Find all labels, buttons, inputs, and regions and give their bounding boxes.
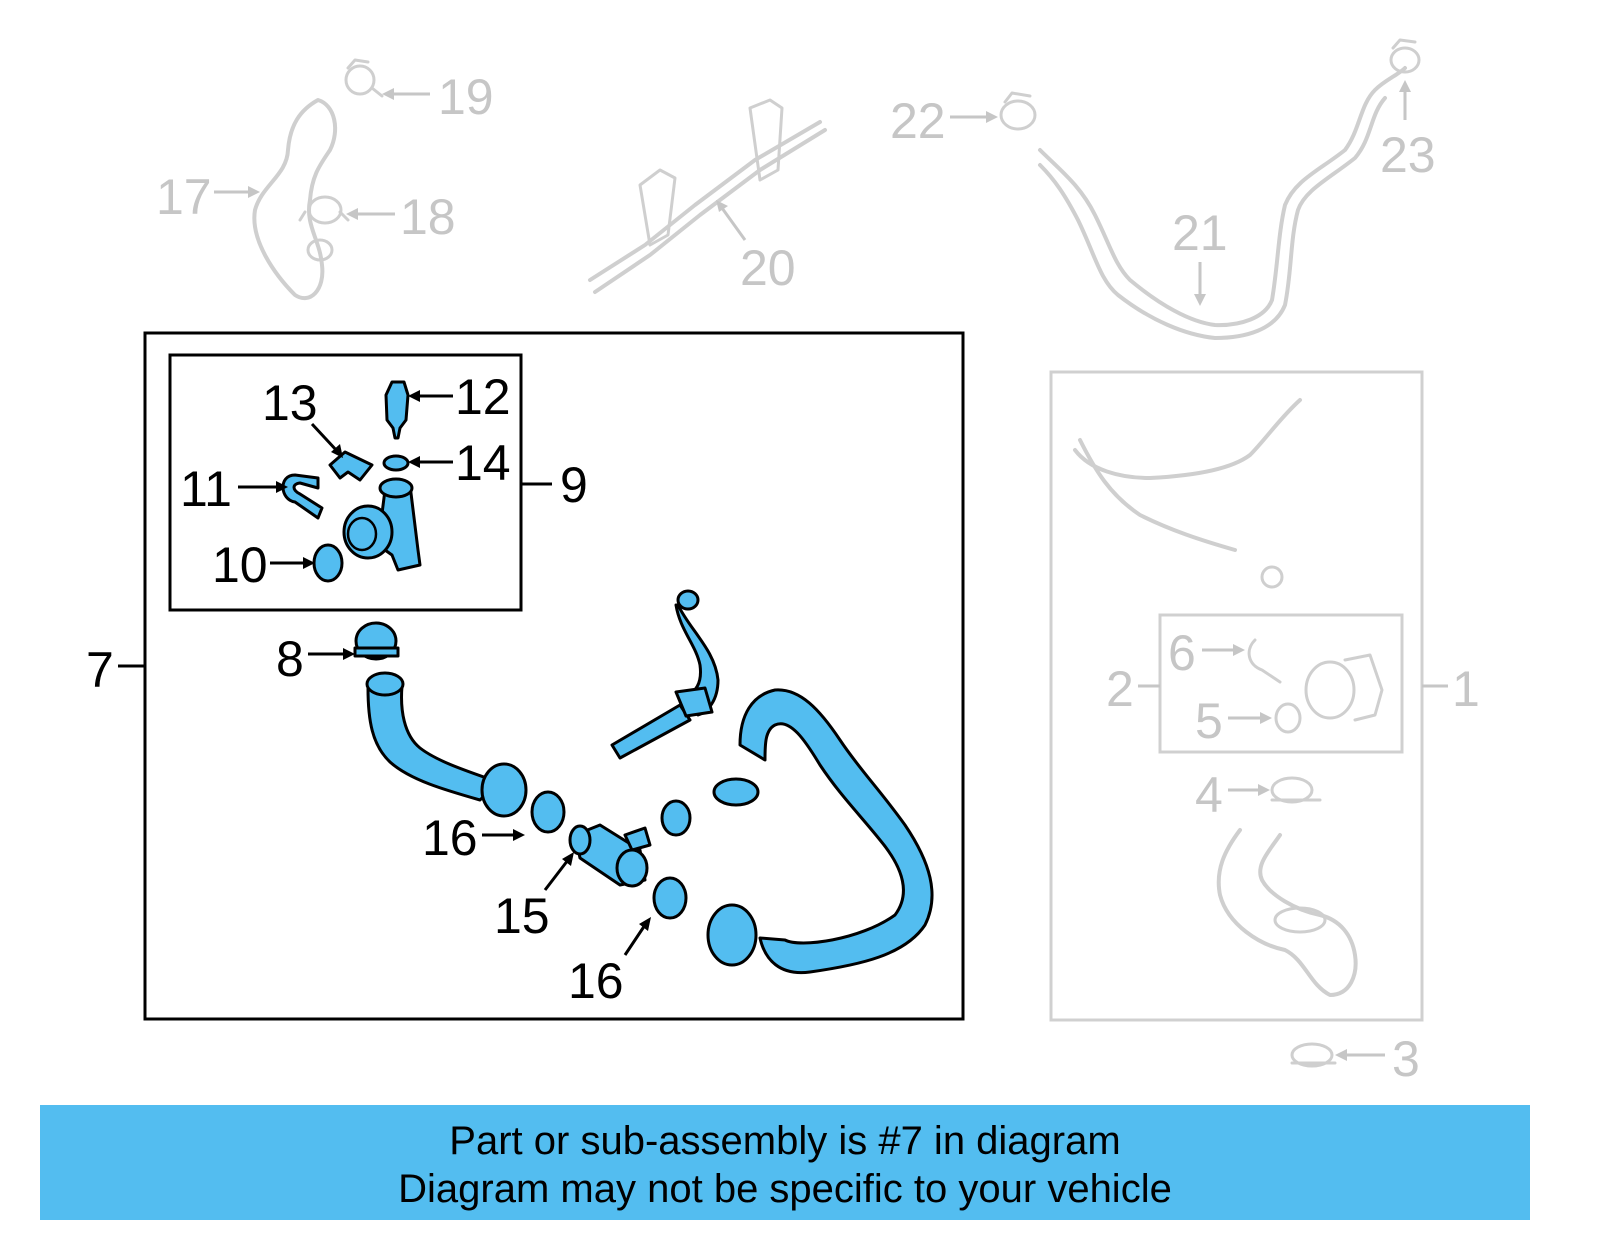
- clamp-3: [1290, 1042, 1337, 1068]
- callout-21: 21: [1172, 205, 1228, 261]
- callout-9: 9: [560, 457, 588, 513]
- callout-11: 11: [180, 461, 232, 517]
- clamp-19: [344, 58, 384, 98]
- connector-15: [568, 823, 652, 888]
- callout-16-upper: 16: [422, 810, 478, 866]
- callout-10: 10: [212, 537, 268, 593]
- clamp-small-blue: [660, 799, 692, 837]
- callout-16-lower: 16: [568, 953, 624, 1009]
- callout-17: 17: [156, 169, 212, 225]
- callout-22: 22: [890, 93, 946, 149]
- clamp-16-lower: [652, 876, 688, 920]
- sensor-12: [384, 380, 410, 440]
- callout-23: 23: [1380, 127, 1436, 183]
- callout-1: 1: [1452, 661, 1480, 717]
- clamp-22: [999, 91, 1037, 131]
- callout-15: 15: [494, 888, 550, 944]
- oring-5: [1274, 702, 1302, 734]
- washer-14: [382, 454, 410, 472]
- hose-upper-1: [1073, 398, 1302, 552]
- callout-18: 18: [400, 189, 456, 245]
- callout-12: 12: [455, 369, 511, 425]
- assembly-2-frame: [1158, 613, 1404, 754]
- thermostat-housing-9: [342, 477, 422, 572]
- callout-2: 2: [1106, 661, 1134, 717]
- callout-4: 4: [1195, 767, 1223, 823]
- clamp-right: [712, 777, 760, 807]
- thermostat-housing-2: [1304, 653, 1384, 722]
- hose-21: [1038, 66, 1407, 340]
- banner-line-1: Part or sub-assembly is #7 in diagram: [449, 1119, 1121, 1163]
- clamp-small-1: [1260, 565, 1284, 589]
- callout-6: 6: [1168, 625, 1196, 681]
- oring-10: [312, 543, 344, 583]
- clamp-8: [353, 621, 400, 661]
- hose-lower-1: [1216, 828, 1358, 997]
- assembly-1-frame: [1049, 370, 1424, 1022]
- clip-13: [328, 450, 374, 482]
- banner-line-2: Diagram may not be specific to your vehi…: [398, 1167, 1172, 1211]
- clamp-16-upper: [530, 790, 566, 834]
- callout-19: 19: [438, 69, 494, 125]
- pipe-20: [588, 98, 827, 294]
- hose-right-7: [706, 688, 934, 975]
- callout-7: 7: [86, 642, 114, 698]
- callout-5: 5: [1195, 693, 1223, 749]
- assembly-7-frame: [143, 331, 965, 1021]
- callout-8: 8: [276, 631, 304, 687]
- clamp-23: [1389, 38, 1421, 74]
- hose-17: [252, 98, 338, 301]
- callout-3: 3: [1392, 1031, 1420, 1087]
- clip-11: [281, 473, 324, 520]
- info-banner: Part or sub-assembly is #7 in diagram Di…: [40, 1105, 1530, 1220]
- hose-left-7: [365, 671, 528, 818]
- callout-20: 20: [740, 240, 796, 296]
- clip-6: [1247, 638, 1282, 684]
- clamp-18: [298, 195, 350, 225]
- callout-14: 14: [455, 435, 511, 491]
- hose-pipe-upper-7: [610, 589, 720, 760]
- callout-13: 13: [262, 375, 318, 431]
- assembly-9-frame: [168, 353, 523, 612]
- clamp-4: [1270, 776, 1322, 804]
